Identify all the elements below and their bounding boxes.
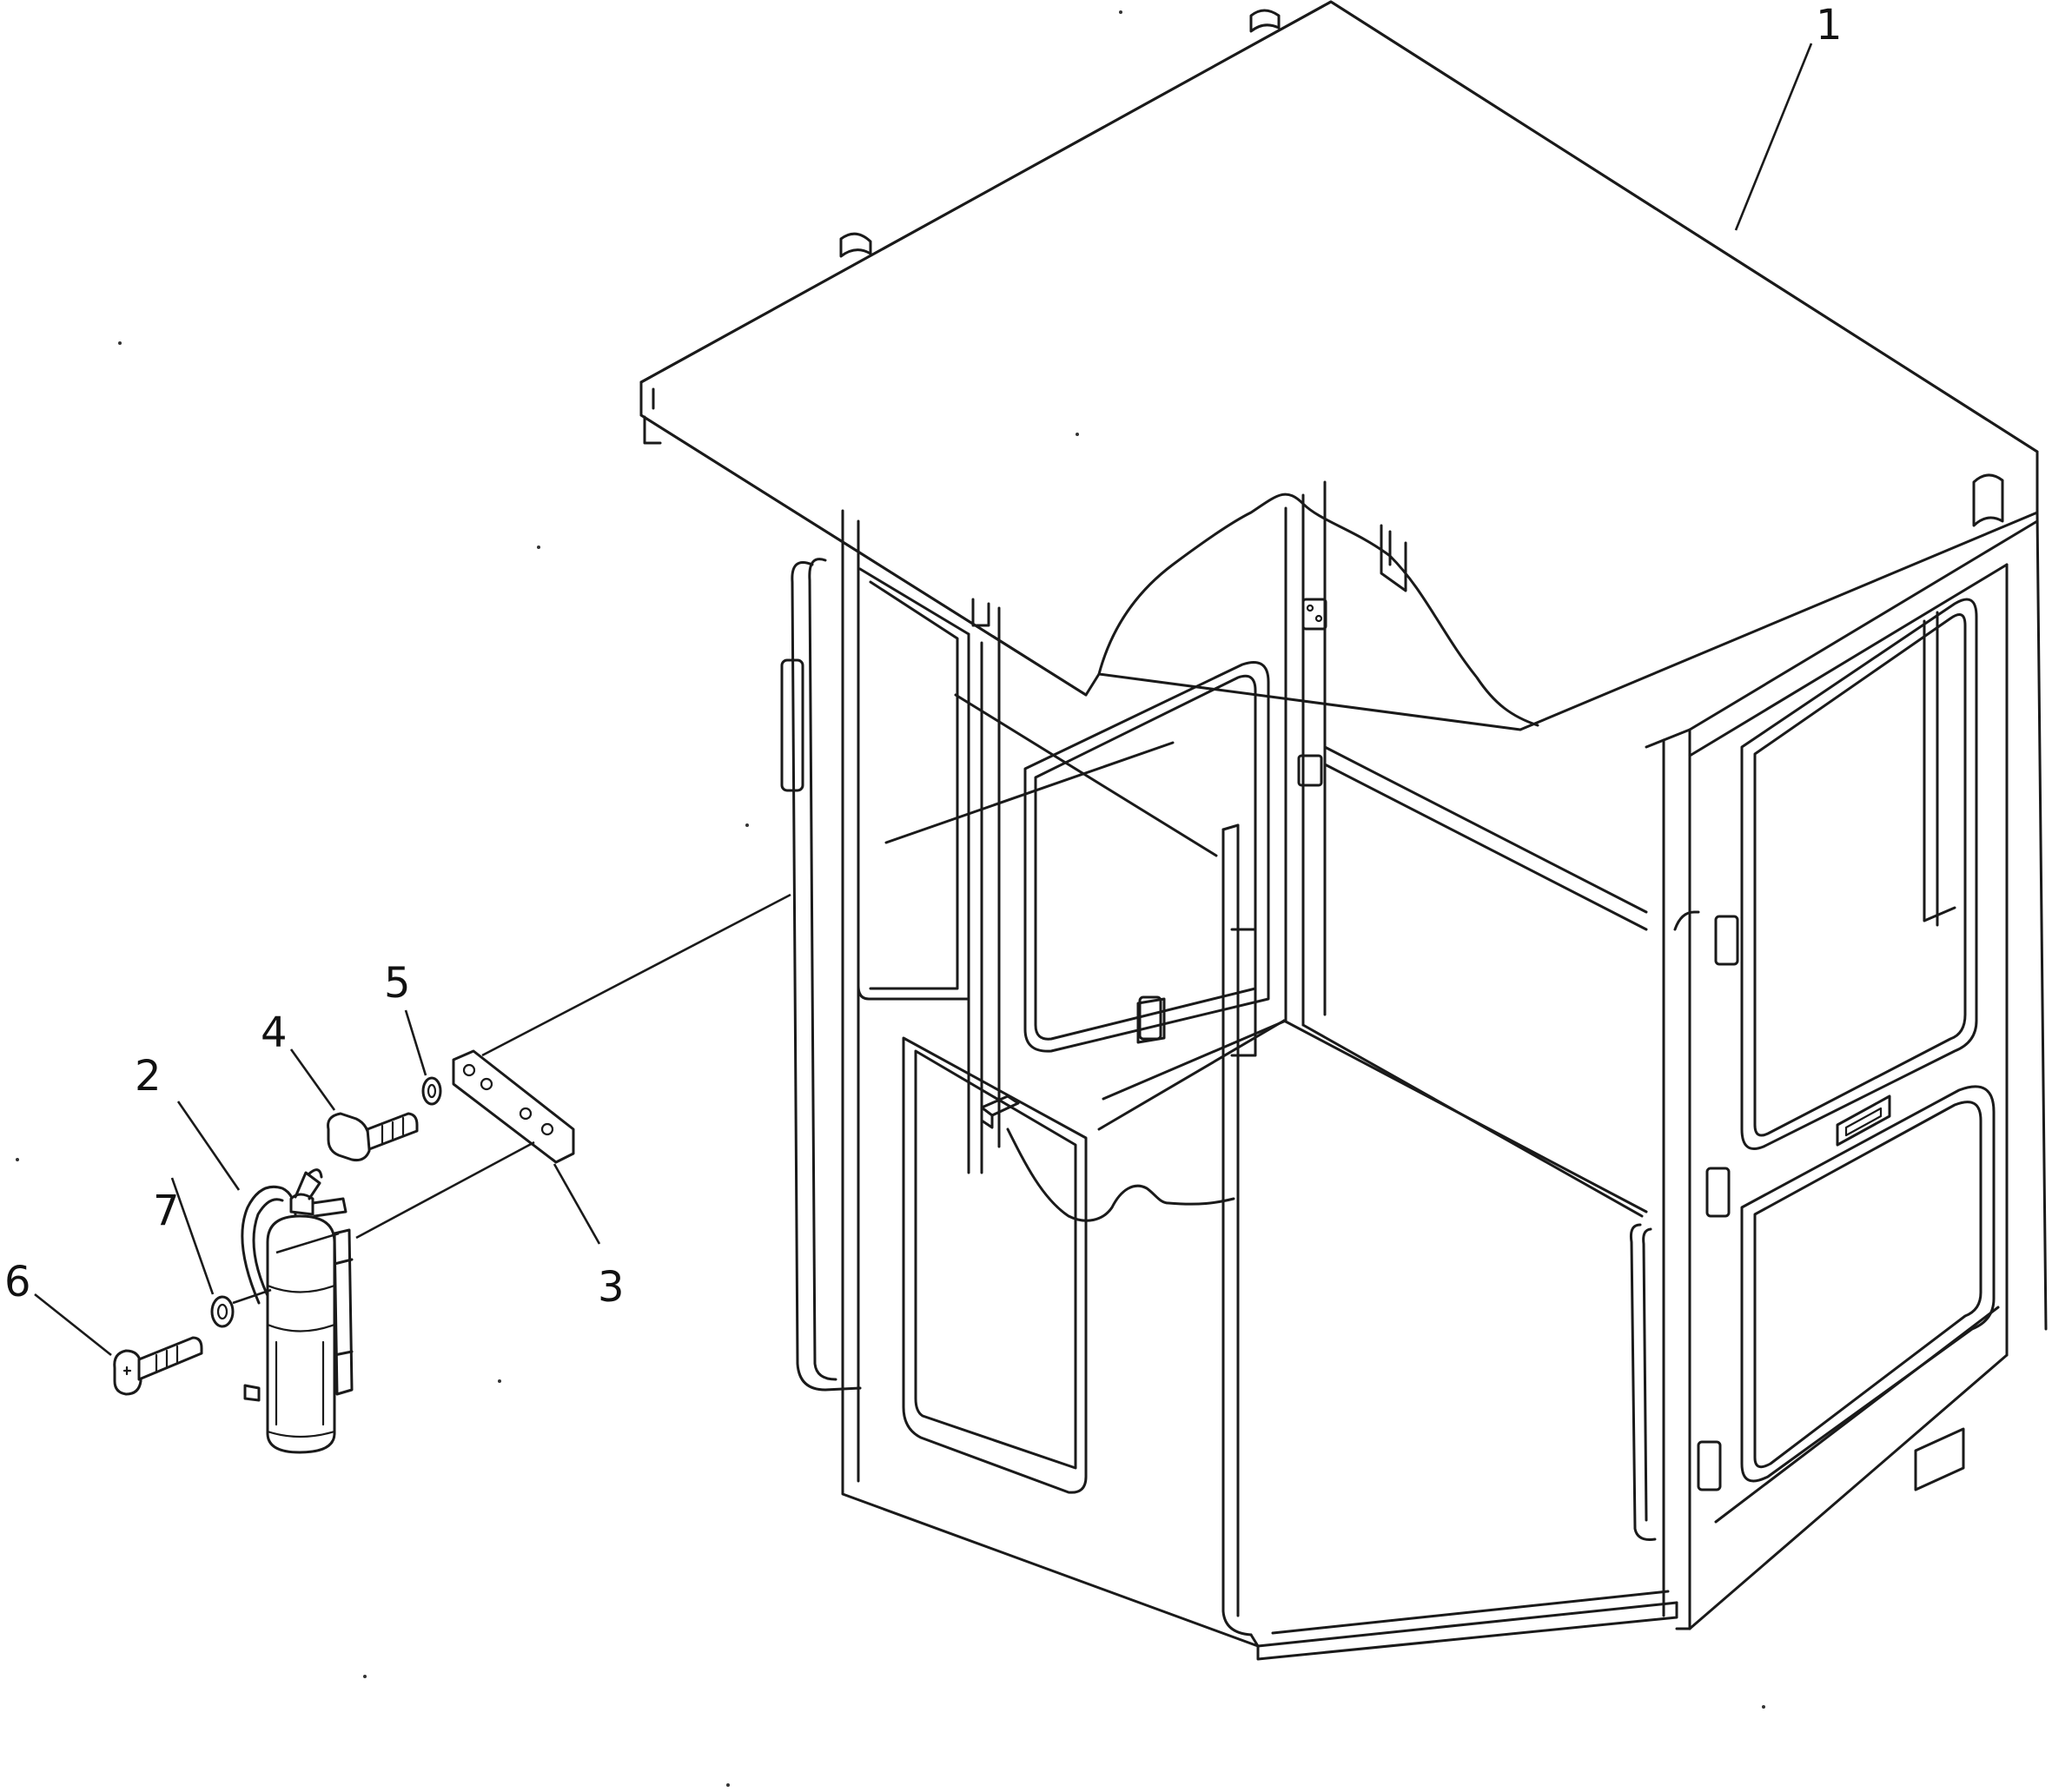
callout-7: 7 — [153, 1187, 180, 1235]
lower-cutaway-edge — [1006, 1127, 1235, 1222]
cab-door — [884, 693, 1257, 1637]
callout-3: 3 — [598, 1263, 625, 1312]
callout-4: 4 — [261, 1008, 288, 1057]
cab-roof — [639, 0, 2039, 731]
washer-7 — [210, 1288, 272, 1328]
bolt — [327, 1112, 419, 1161]
cab-assembly — [639, 0, 2048, 1661]
cab-left-rear-frame — [780, 509, 1260, 1648]
fire-extinguisher — [241, 1168, 354, 1454]
callout-1: 1 — [1816, 1, 1843, 50]
callout-6: 6 — [4, 1258, 31, 1306]
callout-5: 5 — [384, 959, 411, 1008]
callout-2: 2 — [135, 1052, 162, 1101]
scan-specks — [16, 10, 1765, 1787]
bolt-6 — [113, 1336, 203, 1396]
callout-leaders — [34, 1009, 601, 1357]
cab-right-side — [1138, 511, 2048, 1630]
callout-labels: 1 2 3 4 5 6 7 — [4, 1, 1843, 1312]
leader-1 — [1734, 43, 1813, 231]
cab-floor — [1097, 1019, 1678, 1661]
washer-5 — [421, 1076, 442, 1106]
bracket-plate — [355, 893, 791, 1240]
cab-left-inner-window — [1023, 661, 1270, 1053]
